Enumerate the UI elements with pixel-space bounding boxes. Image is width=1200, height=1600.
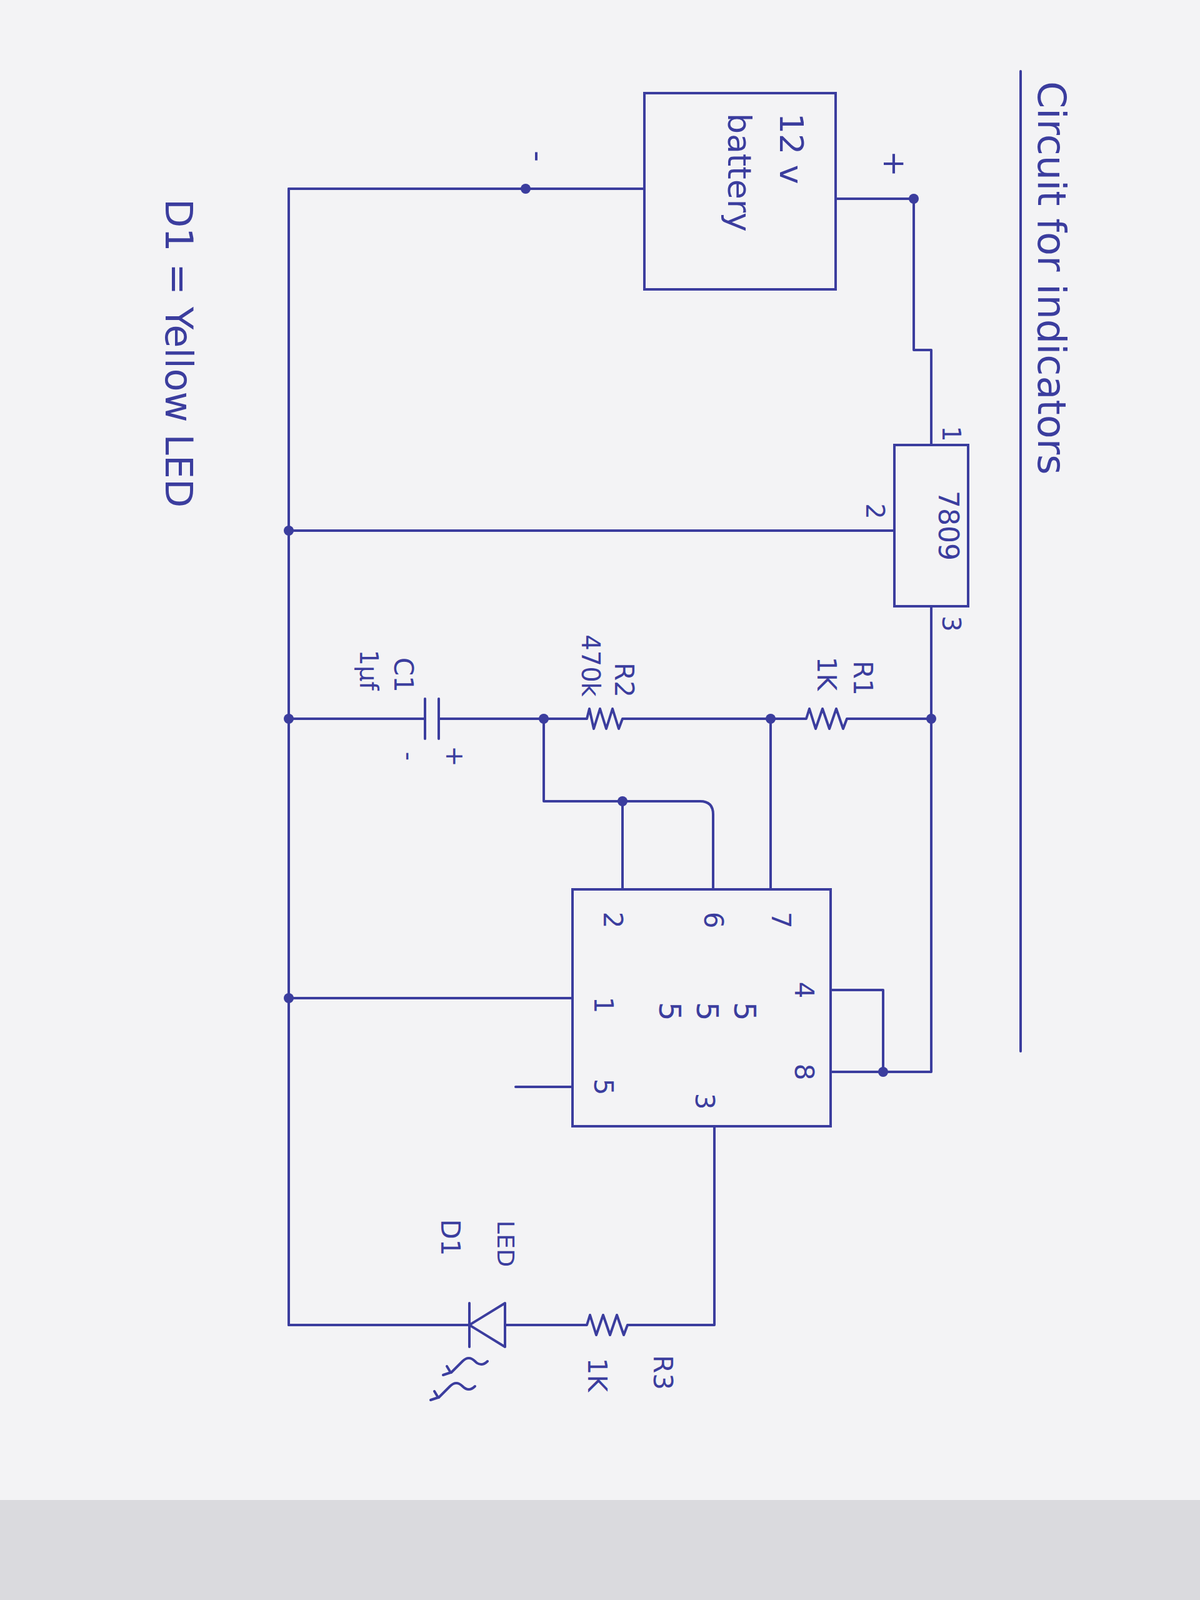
part-label: + (876, 150, 912, 177)
regulator-box: 7809 (893, 443, 970, 608)
wire (515, 1085, 572, 1089)
part-label: 4 (789, 981, 819, 999)
part-label: 1 (937, 425, 965, 442)
box-text: 7809 (933, 490, 964, 561)
part-label: D1 (435, 1218, 465, 1256)
wires (288, 71, 1021, 1400)
junction-dot (538, 713, 549, 724)
wire (831, 990, 884, 1072)
light-arrowhead (443, 1366, 451, 1375)
diagram-title: Circuit for indicators (1030, 81, 1073, 475)
part-label: 470k (576, 634, 605, 697)
junction-dot (617, 796, 628, 807)
wire-connector (831, 607, 932, 1072)
part-label: + (441, 745, 469, 767)
wire-connector (288, 188, 644, 999)
part-label: R3 (648, 1355, 677, 1390)
battery-box: 12 v battery (643, 91, 837, 291)
part-label: 7 (766, 911, 795, 929)
wire (543, 718, 714, 889)
wire (769, 718, 772, 889)
part-label: R1 (848, 660, 877, 696)
part-label: C1 (388, 657, 418, 693)
wire (621, 801, 624, 889)
wire (288, 717, 425, 720)
box-text: 12 v battery (713, 113, 817, 270)
light-arrow (451, 1358, 488, 1373)
part-label: 1K (582, 1358, 612, 1392)
wire-connector (288, 188, 894, 531)
part-label: 2 (598, 911, 627, 929)
part-label: - (395, 751, 423, 761)
light-arrow (438, 1383, 475, 1398)
junction-dots (283, 183, 937, 1077)
part-label: 2 (861, 503, 889, 519)
part-label: 3 (690, 1093, 719, 1110)
led-symbol (469, 1303, 505, 1347)
part-label: 1µf (355, 650, 383, 691)
title-underline (1019, 71, 1022, 1052)
light-arrowhead (430, 1391, 439, 1400)
part-label: LED (491, 1220, 519, 1267)
resistor-symbol (438, 708, 932, 729)
wire-connector (836, 198, 932, 444)
part-label: 1 (588, 996, 618, 1014)
part-label: R2 (609, 662, 639, 698)
part-label: 6 (698, 911, 728, 929)
part-label: 5 (588, 1078, 618, 1096)
note-text: D1 = Yellow LED (158, 198, 200, 508)
part-label: 3 (937, 615, 965, 632)
junction-dot (765, 713, 776, 724)
part-label: - (520, 150, 555, 162)
part-label: 1K (811, 656, 841, 691)
capacitor-plate (437, 698, 440, 739)
resistor-symbol (505, 1127, 715, 1335)
box-text: 555 (651, 1001, 764, 1024)
part-label: 8 (789, 1063, 819, 1081)
wire (288, 1323, 470, 1327)
paper-shadow (0, 1500, 1200, 1600)
